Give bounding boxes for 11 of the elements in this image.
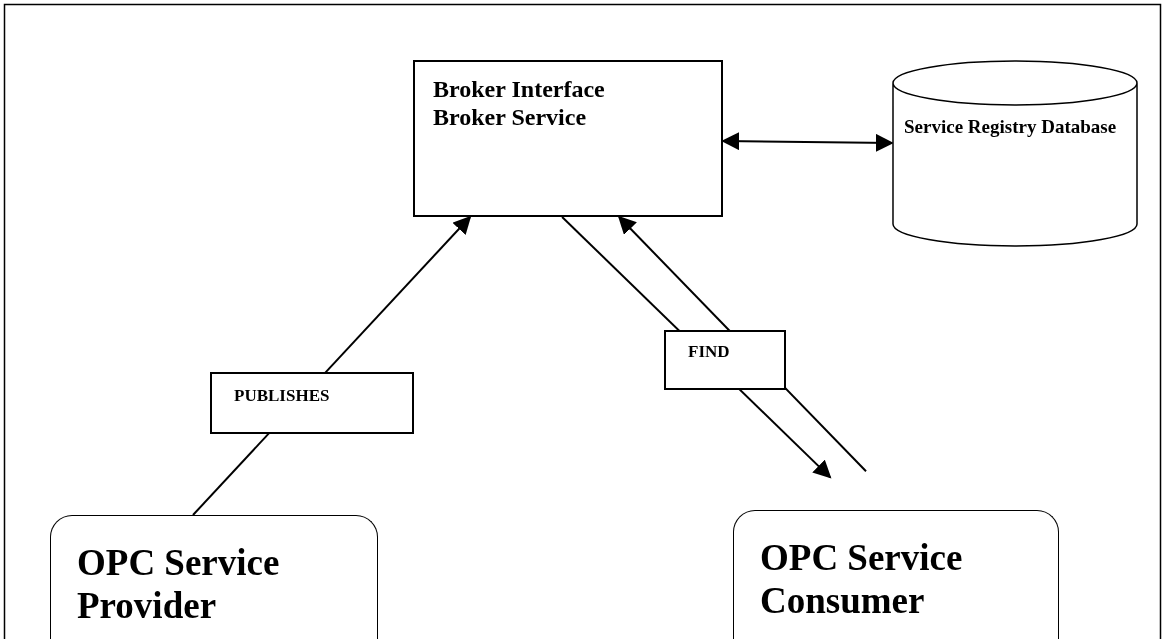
box-label: Broker Service (433, 103, 588, 132)
edge-label: PUBLISHES (210, 372, 414, 434)
box-label: Broker Interface (433, 76, 606, 104)
service-box (733, 510, 1059, 639)
database-label: Service Registry Database (904, 116, 1118, 138)
edge-label: FIND (664, 330, 786, 390)
database-cylinder (892, 60, 1138, 247)
box-label: OPC Service Consumer (760, 537, 964, 623)
broker-box (413, 60, 723, 217)
service-box (50, 515, 378, 639)
box-label: OPC Service Provider (77, 542, 281, 628)
